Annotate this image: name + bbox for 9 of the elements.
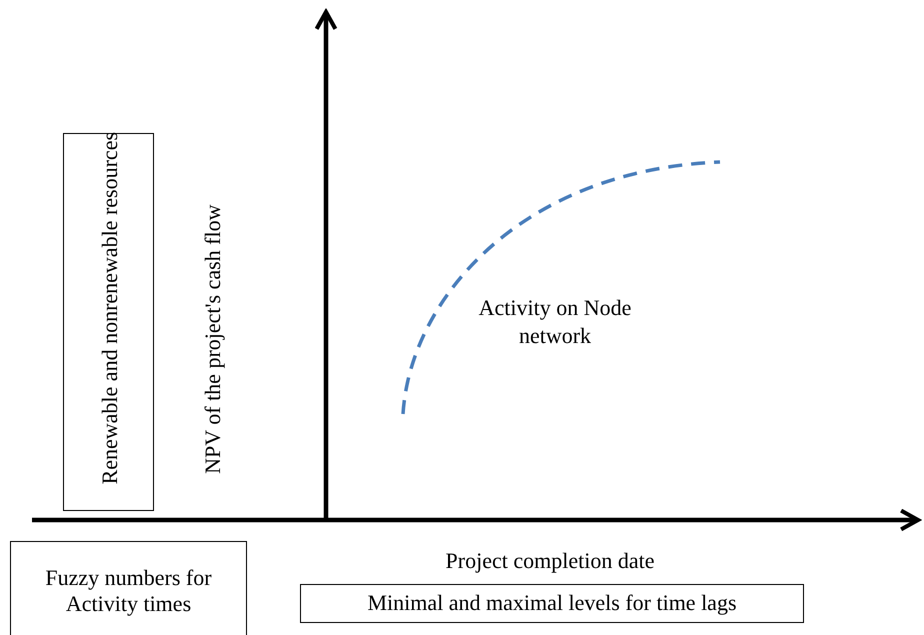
box-label: Fuzzy numbers for Activity times — [44, 564, 213, 618]
box-label: Minimal and maximal levels for time lags — [367, 590, 737, 617]
box-label: Renewable and nonrenewable resources — [96, 130, 122, 486]
text-box — [300, 584, 804, 623]
text-box — [10, 541, 247, 635]
text-box — [63, 133, 154, 511]
curve-label: Activity on Node network — [478, 294, 632, 349]
axis-label: NPV of the project's cash flow — [200, 204, 226, 476]
axis-label: Project completion date — [444, 547, 656, 574]
